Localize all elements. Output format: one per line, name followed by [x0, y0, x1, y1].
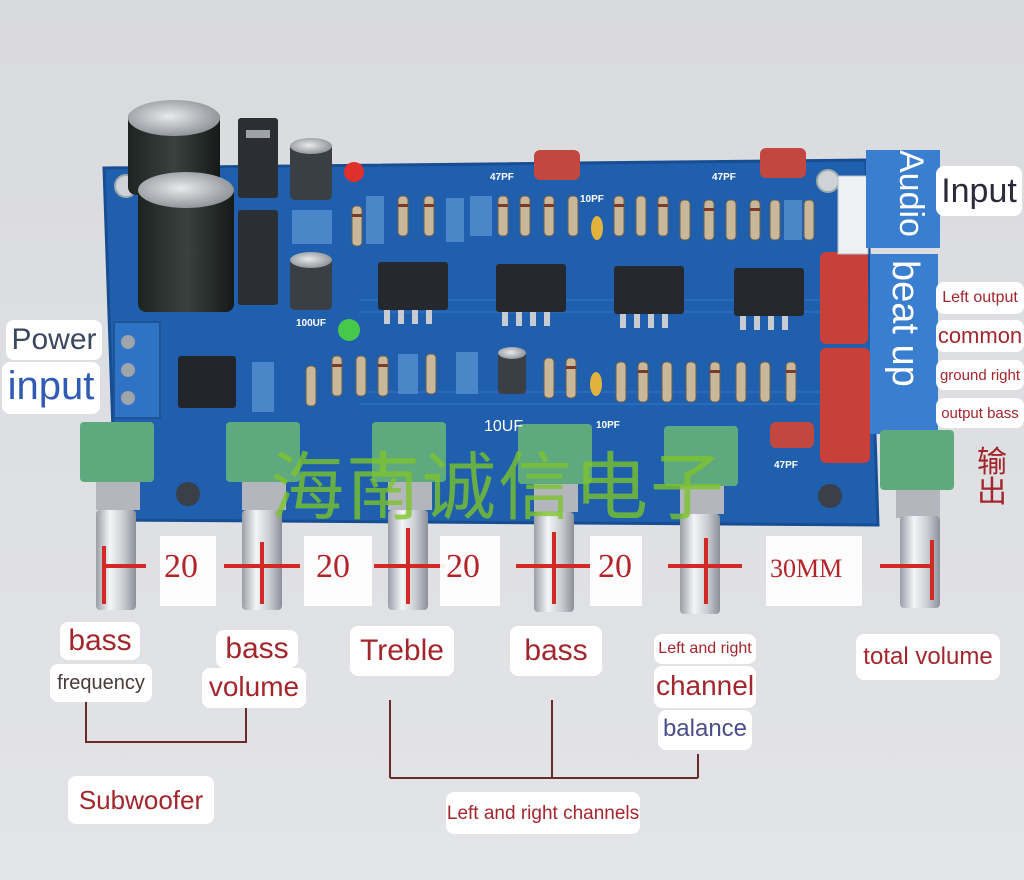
cap-marking-47pf-left: 47PF	[490, 172, 514, 183]
spacing-4: 20	[598, 548, 632, 585]
beat-up-connector-label: beat up	[884, 260, 926, 387]
cap-marking-10uf: 10UF	[484, 418, 524, 435]
power-input-label: input	[2, 362, 100, 414]
ground-right-label: ground right	[936, 360, 1024, 390]
cap-marking-10pf-top: 10PF	[580, 194, 604, 205]
subwoofer-group-label: Subwoofer	[68, 776, 214, 824]
spacing-1: 20	[164, 548, 198, 585]
spacing-5: 30MM	[770, 554, 843, 583]
spacing-box-2	[304, 536, 372, 606]
bass-frequency-label-1: bass	[60, 622, 140, 660]
cap-marking-47pf-bottom: 47PF	[774, 460, 798, 471]
left-output-label: Left output	[936, 282, 1024, 314]
spacing-3: 20	[446, 548, 480, 585]
output-cn-label: 输出	[977, 445, 1007, 510]
cap-marking-100uf: 100UF	[296, 318, 327, 329]
audio-connector-label: Audio	[892, 150, 930, 237]
bass-frequency-label-2: frequency	[50, 664, 152, 702]
watermark: 海南诚信电子	[270, 445, 726, 531]
output-bass-label: output bass	[936, 398, 1024, 428]
input-label: Input	[936, 166, 1022, 216]
cap-marking-10pf-bottom: 10PF	[596, 420, 620, 431]
total-volume-label: total volume	[856, 634, 1000, 680]
spacing-2: 20	[316, 548, 350, 585]
cap-marking-47pf-right: 47PF	[712, 172, 736, 183]
common-label: common	[936, 320, 1024, 352]
power-label: Power	[6, 320, 102, 360]
spacing-box-4	[590, 536, 642, 606]
bass-volume-label-2: volume	[202, 668, 306, 708]
bass-lr-label: bass	[510, 626, 602, 676]
spacing-box-3	[440, 536, 500, 606]
balance-label-2: channel	[654, 666, 756, 708]
balance-label-1: Left and right	[654, 634, 756, 664]
spacing-box-5	[766, 536, 862, 606]
lr-channels-group-label: Left and right channels	[446, 792, 640, 834]
bass-volume-label-1: bass	[216, 630, 298, 668]
treble-label: Treble	[350, 626, 454, 676]
balance-label-3: balance	[658, 710, 752, 750]
spacing-box-1	[160, 536, 216, 606]
